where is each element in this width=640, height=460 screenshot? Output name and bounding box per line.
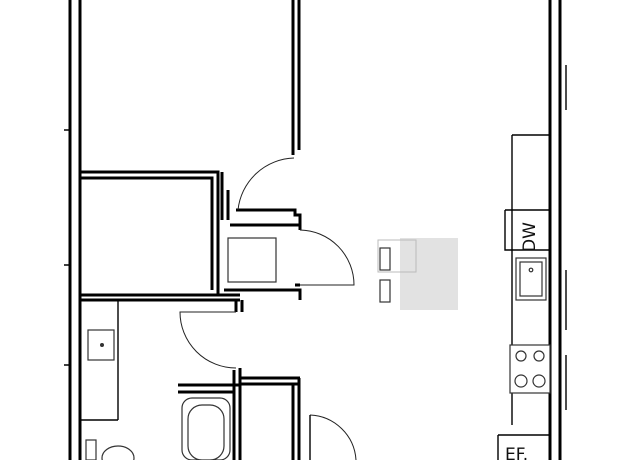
closet-fixtures [227,237,277,283]
burner-4 [532,374,546,388]
burner-1 [515,350,527,362]
bath-door-swing [179,311,237,369]
lower-door-swing [309,414,357,460]
exterior-walls [64,0,567,460]
kitchen-sink-basin [519,261,543,297]
kitchen-counter [497,134,551,460]
chair-bottom [379,279,391,303]
refrigerator-label: EF. [505,445,528,460]
table-top [400,238,458,310]
sink-drain [528,267,534,273]
bathroom-sink-drain [100,343,104,347]
dining-table [377,238,458,310]
toilet-bowl [101,445,135,460]
chair-back [377,239,417,273]
interior-walls [80,0,302,460]
bedroom-door-swing [237,157,295,211]
hall-door-swing [299,229,355,286]
bathtub-basin [187,404,225,460]
chair-top [379,247,391,271]
hall-closet [227,237,277,283]
toilet-tank [85,439,97,460]
doors [179,157,357,460]
burner-2 [533,350,545,362]
stove [509,344,551,394]
dishwasher-label: DW [520,222,540,252]
bathroom-fixtures [80,300,231,460]
burner-3 [514,374,528,388]
